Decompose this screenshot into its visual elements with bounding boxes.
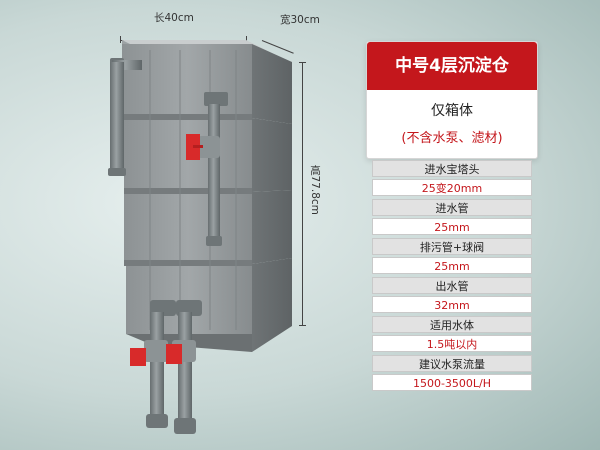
tank-layer-1 — [122, 44, 292, 124]
height-dimension-tick-bottom — [299, 325, 306, 326]
height-dimension-tick-top — [299, 62, 306, 63]
spec-item: 排污管+球阀 25mm — [372, 238, 532, 274]
spec-value: 32mm — [372, 296, 532, 313]
spec-list: 进水宝塔头 25变20mm 进水管 25mm 排污管+球阀 25mm 出水管 3… — [372, 160, 532, 394]
height-dimension-line — [302, 62, 303, 326]
spec-label: 出水管 — [372, 277, 532, 294]
middle-ball-valve — [186, 134, 220, 160]
spec-item: 进水宝塔头 25变20mm — [372, 160, 532, 196]
spec-label: 进水管 — [372, 199, 532, 216]
spec-item: 建议水泵流量 1500-3500L/H — [372, 355, 532, 391]
product-info-panel: 中号4层沉淀仓 仅箱体 (不含水泵、滤材) — [366, 41, 538, 159]
drain-valve-right — [166, 340, 196, 364]
spec-item: 适用水体 1.5吨以内 — [372, 316, 532, 352]
length-dimension-label: 长40cm — [154, 12, 194, 24]
length-dimension-tick-left — [120, 36, 121, 43]
product-subtitle: 仅箱体 — [431, 103, 473, 119]
tank-layer-3 — [124, 190, 292, 266]
spec-value: 1.5吨以内 — [372, 335, 532, 352]
spec-label: 适用水体 — [372, 316, 532, 333]
product-note: (不含水泵、滤材) — [401, 131, 503, 146]
spec-value: 25变20mm — [372, 179, 532, 196]
drain-valve-left — [130, 340, 168, 366]
width-dimension-label: 宽30cm — [280, 14, 320, 26]
spec-value: 25mm — [372, 257, 532, 274]
spec-item: 出水管 32mm — [372, 277, 532, 313]
inlet-pipe — [108, 58, 142, 176]
spec-value: 1500-3500L/H — [372, 374, 532, 391]
drain-pipe-left — [146, 300, 176, 428]
spec-label: 建议水泵流量 — [372, 355, 532, 372]
spec-label: 排污管+球阀 — [372, 238, 532, 255]
product-title: 中号4层沉淀仓 — [367, 42, 537, 90]
spec-label: 进水宝塔头 — [372, 160, 532, 177]
height-dimension-label: 高77.8cm — [309, 165, 321, 215]
spec-item: 进水管 25mm — [372, 199, 532, 235]
length-dimension-tick-right — [246, 36, 247, 43]
spec-value: 25mm — [372, 218, 532, 235]
